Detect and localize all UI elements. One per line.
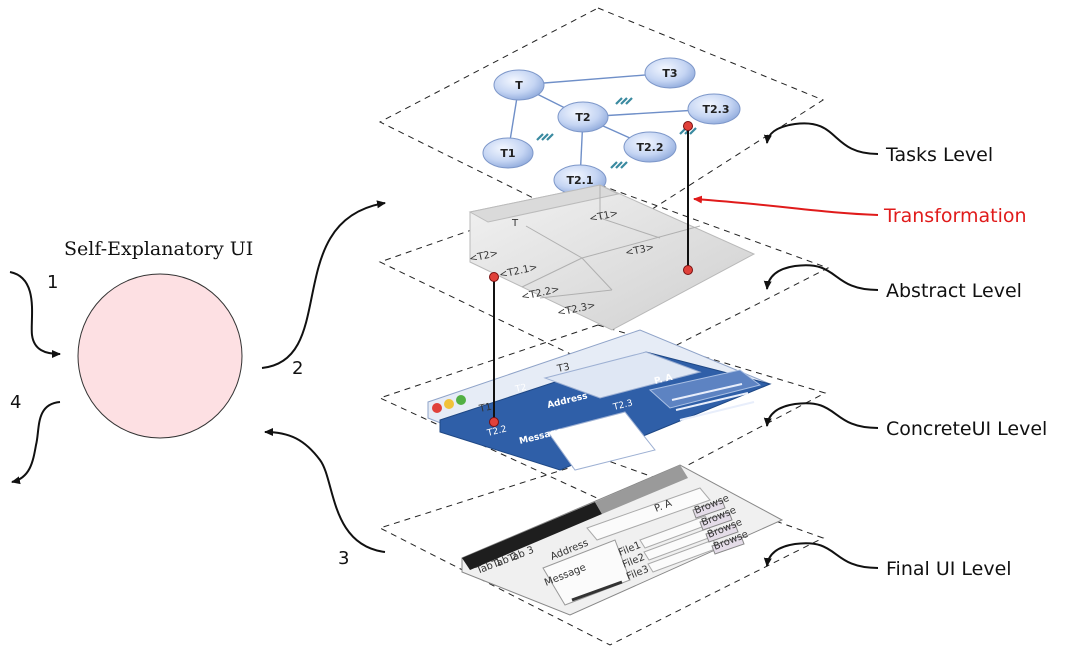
task-node-label: T bbox=[515, 79, 523, 92]
task-node-label: T2.2 bbox=[637, 141, 664, 154]
task-node-t3: T3 bbox=[644, 57, 696, 89]
abstract-ui-sketch: T <T1> <T2> <T2.1> <T2.2> <T2.3> <T3> bbox=[468, 184, 756, 331]
task-tree: T T3 T2 T1 T2.3 T2.2 T2.1 bbox=[482, 57, 741, 196]
concrete-tab-t1: T1 bbox=[477, 402, 492, 416]
tasks-level-label: Tasks Level bbox=[885, 144, 993, 166]
step-1-label: 1 bbox=[47, 272, 58, 293]
concrete-tab-t3: T3 bbox=[555, 362, 570, 376]
concrete-level-label: ConcreteUI Level bbox=[886, 418, 1047, 440]
task-node-t: T bbox=[493, 69, 545, 101]
maximize-dot-icon bbox=[456, 395, 466, 405]
concrete-pa-label: P. A bbox=[653, 373, 673, 387]
concrete-t22-label: T2.2 bbox=[485, 424, 508, 439]
transformation-label: Transformation bbox=[883, 205, 1027, 227]
abstract-level-label: Abstract Level bbox=[886, 280, 1022, 302]
task-node-t2-2: T2.2 bbox=[623, 131, 677, 163]
self-explanatory-ui: Self-Explanatory UI 1 2 3 4 bbox=[9, 200, 386, 569]
concrete-ui-window: T1 T2 T3 Address P. A Message T2.2 T2.3 bbox=[427, 329, 772, 471]
abstract-label-t: T bbox=[511, 218, 519, 229]
level-connectors bbox=[489, 121, 693, 427]
task-node-label: T2.3 bbox=[703, 103, 730, 116]
final-ui-window: Tab 1 Tab 2 Tab 3 Address P. A Message F… bbox=[461, 464, 784, 616]
concrete-t23-label: T2.3 bbox=[611, 398, 634, 413]
task-node-t2: T2 bbox=[557, 101, 609, 133]
step-3-label: 3 bbox=[338, 548, 349, 569]
concrete-tab-t2: T2 bbox=[514, 383, 528, 395]
level-labels: Tasks Level Transformation Abstract Leve… bbox=[693, 122, 1047, 580]
self-explanatory-title: Self-Explanatory UI bbox=[64, 238, 253, 260]
close-dot-icon bbox=[432, 403, 442, 413]
task-node-label: T3 bbox=[662, 67, 677, 80]
task-node-t2-3: T2.3 bbox=[687, 93, 741, 125]
step-4-label: 4 bbox=[10, 392, 21, 413]
task-node-label: T2 bbox=[575, 111, 590, 124]
task-node-label: T1 bbox=[500, 147, 515, 160]
ui-circle bbox=[77, 273, 243, 439]
final-level-label: Final UI Level bbox=[886, 558, 1012, 580]
task-node-t1: T1 bbox=[482, 137, 534, 169]
minimize-dot-icon bbox=[444, 399, 454, 409]
step-2-label: 2 bbox=[292, 358, 303, 379]
task-node-label: T2.1 bbox=[567, 174, 594, 187]
